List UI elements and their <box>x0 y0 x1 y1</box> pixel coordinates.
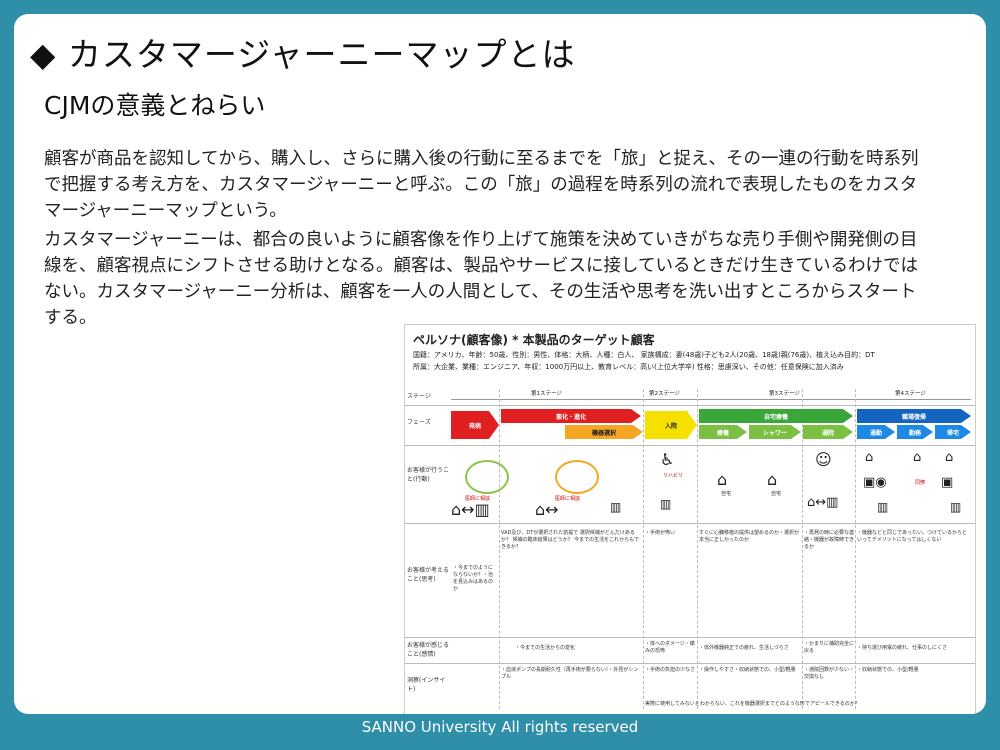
doctor-consult-label: 医師に相談 <box>465 496 491 502</box>
office-icon: ▥ <box>877 500 889 514</box>
train-icon: ▣ <box>941 475 954 490</box>
stage-line: 第1ステージ 第2ステージ 第3ステージ 第4ステージ <box>451 389 971 400</box>
stage-1-label: 第1ステージ <box>531 391 562 397</box>
thought-cell: VAD及び、DTが選択された前提で 選択候補がどんだけあるか？ 候補の臨床結果は… <box>501 530 639 550</box>
cjm-persona-info-1: 国籍：アメリカ、年齢：50歳、性別：男性、体格：大柄、人種：白人、 家族構成：妻… <box>413 351 875 359</box>
row-label-phase: フェーズ <box>407 419 431 426</box>
footer-copyright: SANNO University All rights reserved <box>361 718 639 736</box>
slide-title: ◆ カスタマージャーニーマップとは <box>30 35 576 74</box>
feeling-cell: ・体外機器純正での疲れ、生活しづらさ <box>699 645 789 651</box>
thought-cell: ・手術が怖い <box>645 530 676 536</box>
house-icon: ⌂ <box>717 470 728 489</box>
phase-commute: 通勤 <box>857 425 895 439</box>
home-icon: ⌂↔ <box>535 500 559 519</box>
thought-cell: ・再発の時に必要な連絡・機器が故障時できるか <box>804 530 855 550</box>
insight-cell: ・収納状態での、小型/軽量 <box>857 667 919 673</box>
phase-hospital: 入院 <box>645 411 697 439</box>
separator <box>405 405 975 406</box>
hospital-icon: ▥ <box>660 497 672 511</box>
separator <box>405 523 975 524</box>
stage-4-label: 第4ステージ <box>895 391 926 397</box>
rehab-label: リハビリ <box>663 473 684 479</box>
doctor-consult-label: 医師に相談 <box>555 496 581 502</box>
separator <box>405 637 975 638</box>
house-icon: ⌂ <box>767 470 778 489</box>
house-icon: ⌂ <box>945 450 954 465</box>
hospital-icon: ▥ <box>610 500 622 514</box>
cjm-figure: ペルソナ(顧客像) * 本製品のターゲット顧客 国籍：アメリカ、年齢：50歳、性… <box>404 324 976 714</box>
row-label-stage: ステージ <box>407 393 431 400</box>
insight-cell: ・操作しやすさ・収納状態での、小型/軽量 <box>699 667 796 673</box>
column-divider <box>499 389 500 709</box>
thought-cell: ・今までのようにならないか？・治を見込みはあるのか <box>453 565 494 592</box>
house-icon: ⌂ <box>913 450 922 465</box>
phase-device: 機器選択 <box>565 425 643 439</box>
stage-2-label: 第2ステージ <box>649 391 680 397</box>
row-label-action: お客様が行うこと(行動) <box>407 467 450 483</box>
bottom-note: 実際に使用してみないとわからない、これを機器選択までどのような形でアピールできる… <box>645 701 860 707</box>
stage-3-label: 第3ステージ <box>769 391 800 397</box>
home-label: 自宅 <box>721 491 732 497</box>
column-divider <box>802 389 803 709</box>
thought-cell: ・機器などと同じであったい。つけているからといってデメリットになってはしくない <box>857 530 967 543</box>
insight-cell: ・手術の負担の少なさ <box>645 667 696 673</box>
row-label-insight: 洞察(インサイト) <box>407 677 446 693</box>
patient-icon: ♿ <box>660 450 675 469</box>
phase-home: 自宅療養 <box>699 409 853 423</box>
coworker-label: 同僚 <box>915 480 926 486</box>
column-divider <box>855 389 856 709</box>
slide-subtitle: CJMの意義とねらい <box>44 91 266 120</box>
cjm-persona-info-2: 所属：大企業、業種：エンジニア、年収：1000万円以上、教育レベル：高い(上位大… <box>413 363 844 371</box>
phase-rehab: 療養 <box>699 425 747 439</box>
car-icon: ▣◉ <box>863 475 887 490</box>
slide: ◆ カスタマージャーニーマップとは CJMの意義とねらい 顧客が商品を認知してか… <box>14 14 986 714</box>
phase-shower: シャワー <box>749 425 801 439</box>
column-divider <box>697 389 698 709</box>
phase-leave: 帰宅 <box>935 425 971 439</box>
insight-cell: ・通院回数が少ない・交換なし <box>804 667 855 680</box>
cycle-arrow-icon <box>465 460 509 494</box>
insight-cell: ・血液ポンプの長期耐久性（再手術が要らない）・外見がシンプル <box>501 667 639 680</box>
paragraph-1: 顧客が商品を認知してから、購入し、さらに購入後の行動に至るまでを「旅」と捉え、そ… <box>44 149 919 221</box>
feeling-cell: ・持ち運び用電の疲れ、仕事のしにくさ <box>857 645 947 651</box>
home-icon: ⌂↔▥ <box>451 500 490 519</box>
cycle-arrow-icon <box>555 460 599 494</box>
phase-dayshift: 勤務 <box>897 425 933 439</box>
phase-visit: 通院 <box>803 425 853 439</box>
home-label: 自宅 <box>771 491 782 497</box>
house-icon: ⌂ <box>865 450 874 465</box>
paragraph-2: カスタマージャーニーは、都合の良いように顧客像を作り上げて施策を決めていきがちな… <box>44 230 918 328</box>
separator <box>405 663 975 664</box>
phase-onset: 発病 <box>451 411 499 439</box>
phase-return: 職場復帰 <box>857 409 971 423</box>
feeling-cell: ・今までの生活からの変化 <box>515 645 576 651</box>
row-label-thought: お客様が考えること(思考) <box>407 567 449 583</box>
feeling-cell: ・体へのダメージ・痛みの恐怖 <box>645 641 695 654</box>
phase-worsen: 悪化・進化 <box>501 409 641 423</box>
thought-cell: すぐに心臓移植の提供は望めるのか・選択が本当に正しかったのか <box>699 530 800 543</box>
column-divider <box>643 389 644 709</box>
home-hospital-icon: ⌂↔▥ <box>807 495 839 510</box>
feeling-cell: ・かまりに補助完全に戻る <box>804 641 855 654</box>
cjm-heading: ペルソナ(顧客像) * 本製品のターゲット顧客 <box>413 333 655 347</box>
separator <box>405 445 975 446</box>
row-label-feeling: お客様が感じること(感情) <box>407 642 450 658</box>
doctor-icon: ☺ <box>815 450 832 469</box>
office-icon: ▥ <box>950 500 962 514</box>
